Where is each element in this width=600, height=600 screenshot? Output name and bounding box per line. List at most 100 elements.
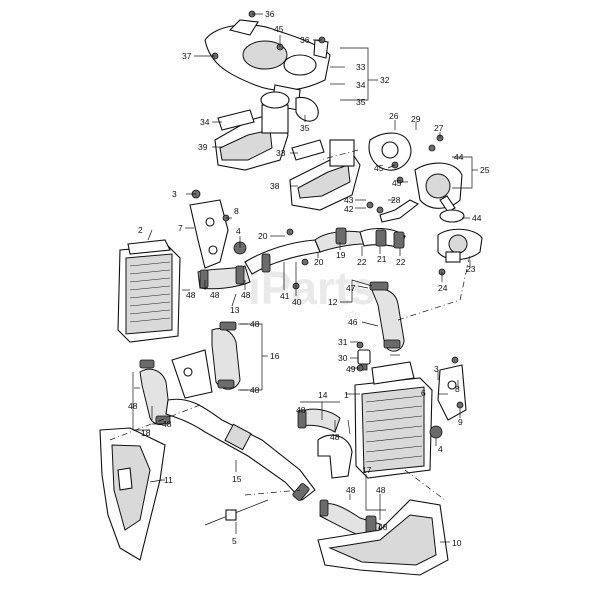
callout-4: 4	[438, 444, 443, 454]
hose-12	[369, 281, 405, 352]
callout-48: 48	[330, 432, 340, 442]
callout-41: 41	[280, 291, 290, 301]
gasket-44	[439, 209, 465, 223]
callout-6: 6	[421, 388, 426, 398]
callout-30: 30	[338, 353, 348, 363]
callout-35: 35	[300, 123, 310, 133]
callout-48: 48	[346, 485, 356, 495]
callout-15: 15	[232, 474, 242, 484]
callout-8: 8	[455, 384, 460, 394]
callout-13: 13	[230, 305, 240, 315]
intake-manifold-right-38	[289, 139, 361, 211]
callout-25: 25	[480, 165, 490, 175]
callout-34: 34	[200, 117, 210, 127]
flange-23	[437, 228, 483, 263]
callout-44: 44	[454, 152, 464, 162]
callout-48: 48	[296, 405, 306, 415]
charge-air-pipe-21	[359, 227, 406, 249]
intercooler-right-1	[354, 361, 433, 479]
callout-23: 23	[466, 264, 476, 274]
callout-37: 37	[182, 51, 192, 61]
callout-19: 19	[336, 250, 346, 260]
callout-12: 12	[328, 297, 338, 307]
callout-4: 4	[236, 226, 241, 236]
charge-pressure-sensor-30	[357, 349, 371, 371]
callout-48: 48	[250, 385, 260, 395]
callout-5: 5	[232, 536, 237, 546]
bracket-7	[189, 199, 229, 269]
callout-40: 40	[292, 297, 302, 307]
gasket-34-right	[291, 139, 325, 161]
intercooler-left-2	[117, 239, 181, 343]
callout-39: 39	[198, 142, 208, 152]
callout-48: 48	[250, 319, 260, 329]
callout-17: 17	[362, 465, 372, 475]
callout-24: 24	[438, 283, 448, 293]
callout-2: 2	[138, 225, 143, 235]
callout-16: 16	[270, 351, 280, 361]
callout-35: 35	[356, 97, 366, 107]
callout-48: 48	[378, 522, 388, 532]
callout-45: 45	[274, 24, 284, 34]
leader-lines	[132, 13, 478, 543]
callout-34: 34	[356, 80, 366, 90]
hose-16	[211, 321, 241, 390]
callout-48: 48	[376, 485, 386, 495]
pipe-bend-14	[317, 434, 353, 479]
callout-46: 46	[348, 317, 358, 327]
callout-44: 44	[472, 213, 482, 223]
callout-48: 48	[186, 290, 196, 300]
callout-48: 48	[210, 290, 220, 300]
charge-air-pipe-15	[165, 398, 316, 501]
throttle-housing-25	[414, 162, 463, 213]
callout-3: 3	[172, 189, 177, 199]
hose-13	[197, 265, 251, 290]
callout-20: 20	[314, 257, 324, 267]
callout-33: 33	[276, 148, 286, 158]
callout-20: 20	[258, 231, 268, 241]
callout-18: 18	[141, 428, 151, 438]
callout-26: 26	[389, 111, 399, 121]
assembly-lines	[109, 149, 471, 501]
hose-18	[139, 359, 171, 425]
callout-9: 9	[458, 417, 463, 427]
callout-21: 21	[377, 254, 387, 264]
callout-48: 48	[128, 401, 138, 411]
callouts: 1 2 3 3 4 4 5 6 7 8 8 9 10 11 12 13 14 1…	[128, 9, 490, 548]
callout-14: 14	[318, 390, 328, 400]
callout-29: 29	[411, 114, 421, 124]
callout-8: 8	[234, 206, 239, 216]
hose-17	[319, 499, 381, 539]
callout-11: 11	[164, 475, 173, 485]
callout-38: 38	[270, 181, 280, 191]
callout-48: 48	[241, 290, 251, 300]
watermark-suffix: .de	[345, 309, 360, 321]
rubber-mount-4-right	[429, 425, 443, 439]
connection-pipe-26	[368, 132, 412, 171]
callout-32: 32	[380, 75, 390, 85]
callout-33: 33	[356, 62, 366, 72]
callout-49: 49	[346, 364, 356, 374]
callout-28: 28	[391, 195, 401, 205]
callout-36: 36	[265, 9, 275, 19]
intake-manifold-left-39	[214, 91, 290, 171]
intake-manifold-upper	[204, 19, 331, 111]
callout-22: 22	[396, 257, 406, 267]
gasket-34-left	[217, 109, 255, 131]
callout-31: 31	[338, 337, 348, 347]
cable-tie-5	[204, 499, 269, 526]
callout-36: 36	[300, 35, 310, 45]
callout-45: 45	[392, 178, 402, 188]
callout-1: 1	[344, 390, 349, 400]
callout-10: 10	[452, 538, 462, 548]
gasket-35	[295, 96, 319, 122]
callout-47: 47	[346, 283, 356, 293]
callout-43: 43	[344, 195, 354, 205]
callout-22: 22	[357, 257, 367, 267]
air-duct-10	[317, 499, 449, 576]
callout-27: 27	[434, 123, 444, 133]
sensor-28	[379, 199, 420, 223]
air-duct-11	[99, 427, 166, 561]
callout-48: 48	[162, 419, 172, 429]
